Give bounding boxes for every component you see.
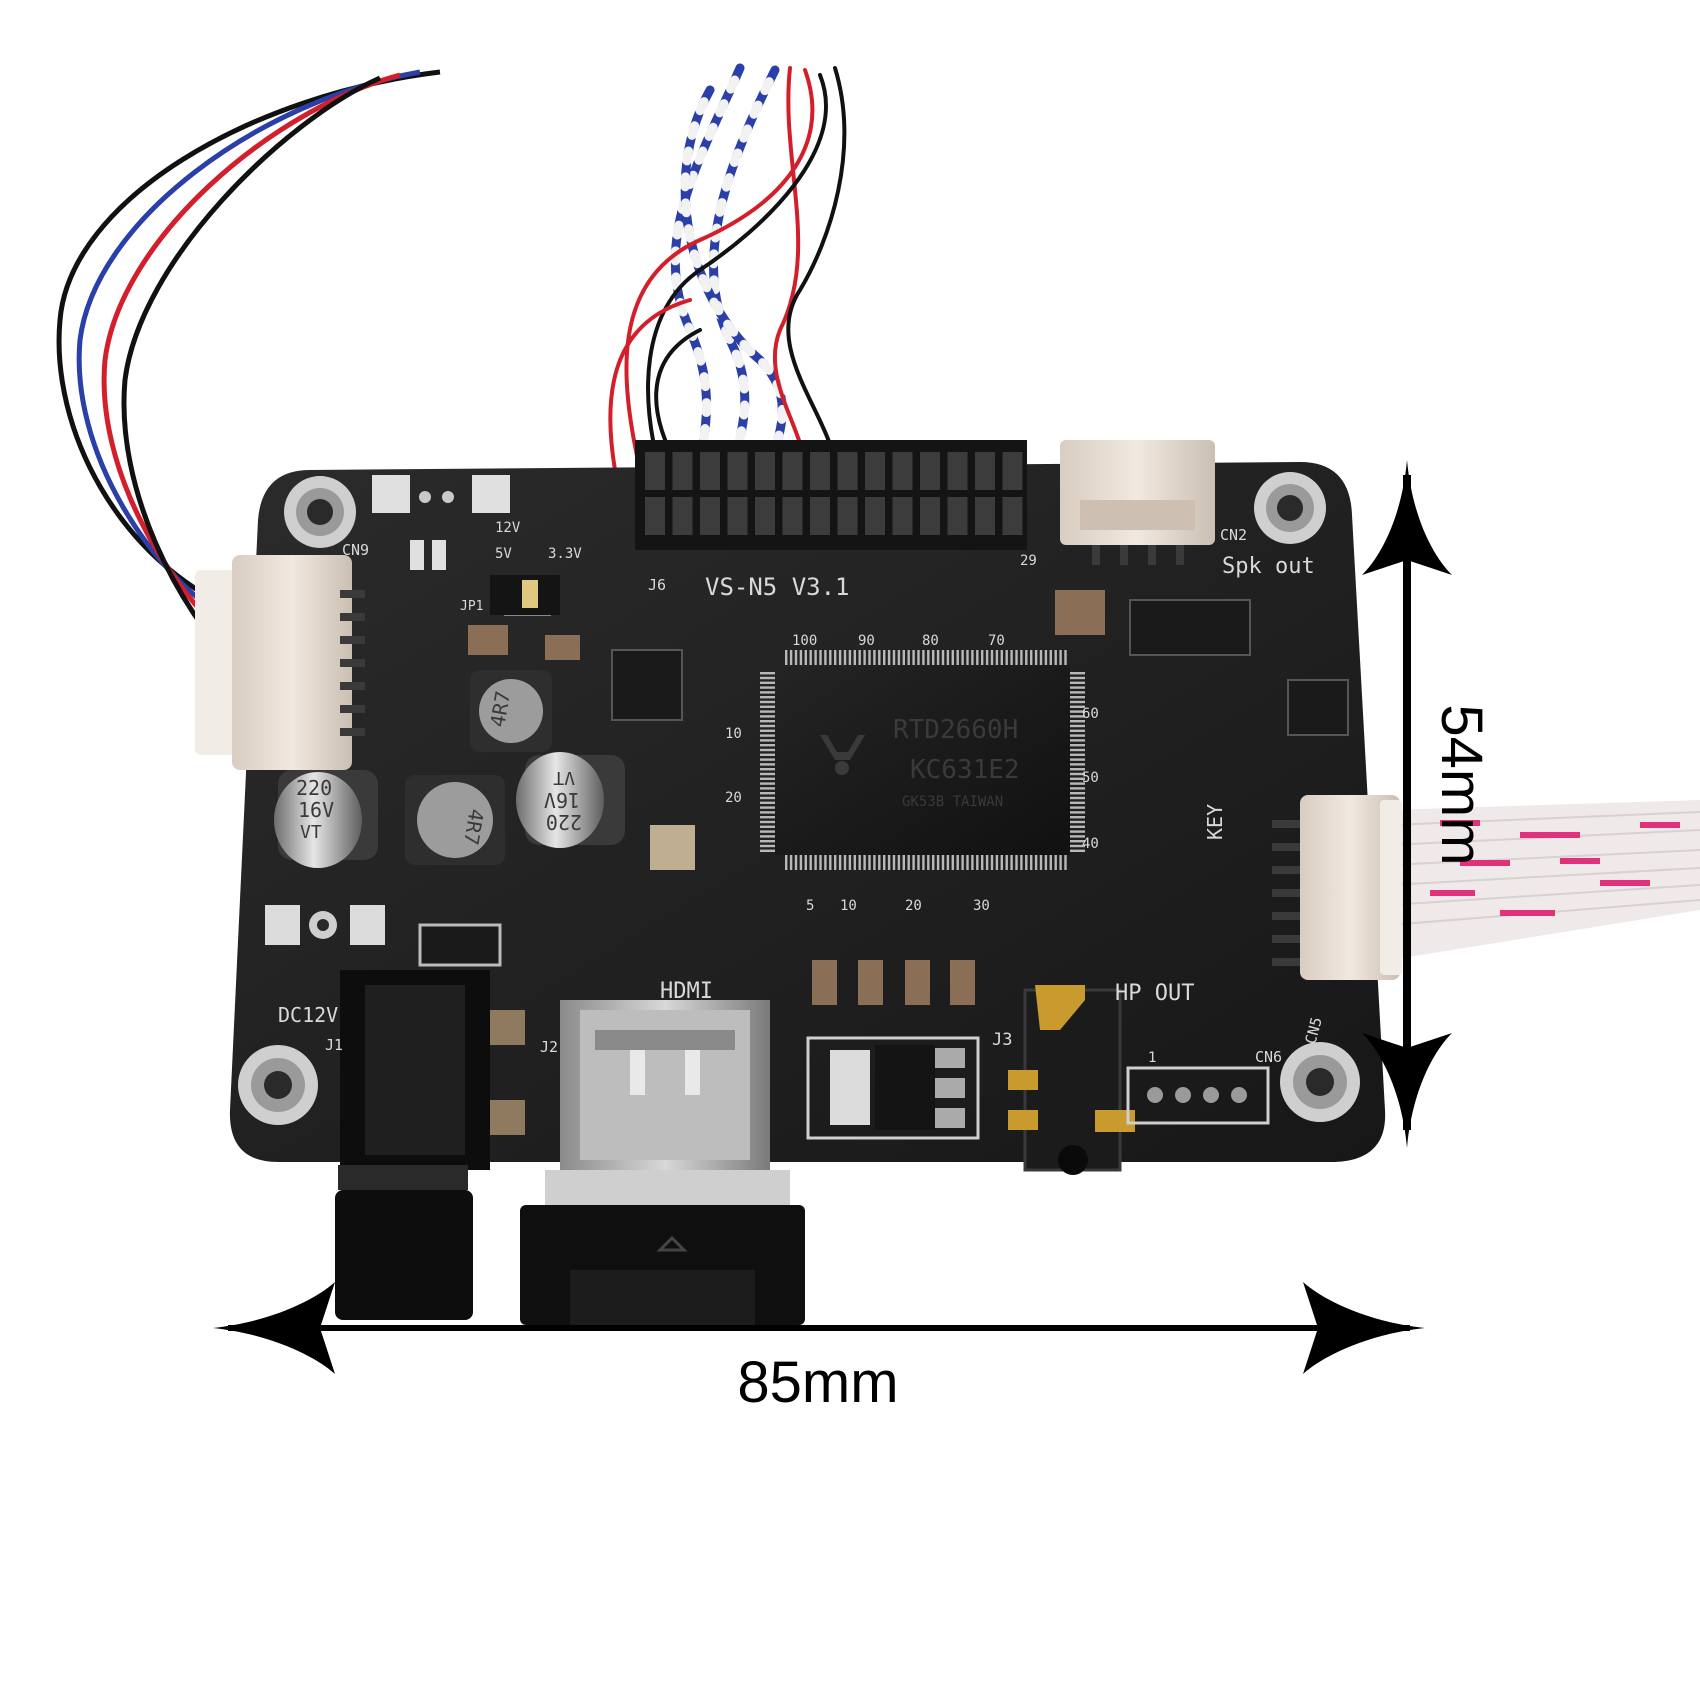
pin-number: 80 xyxy=(922,633,939,649)
inductor-bottom xyxy=(405,775,505,865)
chip-line1: RTD2660H xyxy=(893,715,1018,745)
hdmi-label: HDMI xyxy=(660,979,713,1004)
hdmi-port xyxy=(520,1000,805,1325)
silkscreen-labels: VS-N5 V3.1 HDMI DC12V HP OUT Spk out KEY… xyxy=(278,520,1326,1066)
pin-number: 10 xyxy=(840,898,857,914)
wire-bundle-left xyxy=(56,69,441,667)
j6-label: J6 xyxy=(648,576,666,594)
v12-label: 12V xyxy=(495,520,521,536)
v5-label: 5V xyxy=(495,546,512,562)
cn9-label: CN9 xyxy=(342,541,369,559)
pin1-label: 1 xyxy=(1148,1050,1156,1066)
cap-right-line1: VT xyxy=(553,767,575,788)
model-label: VS-N5 V3.1 xyxy=(705,573,850,601)
pin-number: 60 xyxy=(1082,706,1099,722)
height-label: 54mm xyxy=(1429,704,1494,865)
bottom-left-pads xyxy=(265,905,385,945)
dc-label: DC12V xyxy=(278,1003,338,1027)
inductor-top xyxy=(470,670,552,752)
cn5-connector xyxy=(1272,795,1402,980)
jp1-label: JP1 xyxy=(460,599,483,614)
j1-label: J1 xyxy=(325,1036,343,1054)
pin-number: 30 xyxy=(973,898,990,914)
dc-power-jack xyxy=(335,970,525,1320)
j3-label: J3 xyxy=(992,1030,1012,1050)
cn2-connector xyxy=(1060,440,1215,565)
width-dimension-arrow xyxy=(213,1282,1425,1374)
voltage-regulator xyxy=(806,1036,980,1140)
hp-out-label: HP OUT xyxy=(1115,981,1194,1006)
pin-number: 50 xyxy=(1082,770,1099,786)
pin-number: 90 xyxy=(858,633,875,649)
cap-left-line2: 16V xyxy=(298,798,334,822)
ribbon-cable xyxy=(1389,800,1700,960)
pin-number: 70 xyxy=(988,633,1005,649)
cap-left-line3: VT xyxy=(300,822,322,843)
v33-label: 3.3V xyxy=(548,546,582,562)
pin-number: 20 xyxy=(725,790,742,806)
pin-number: 40 xyxy=(1082,836,1099,852)
main-chip xyxy=(760,650,1085,870)
cap-right-line2: 16V xyxy=(544,788,580,812)
pin29-label: 29 xyxy=(1020,553,1037,569)
capacitor-right xyxy=(516,752,625,848)
chip-line3: GK53B TAIWAN xyxy=(902,794,1003,810)
height-dimension-arrow xyxy=(1362,460,1452,1148)
pin-number: 5 xyxy=(806,898,814,914)
cn6-header xyxy=(1126,1066,1270,1125)
component-markings: 220 16V VT VT 16V 220 4R7 4R7 xyxy=(296,689,582,847)
wire-bundle-lvds xyxy=(608,63,847,475)
chip-line2: KC631E2 xyxy=(910,755,1020,785)
cn2-label: CN2 xyxy=(1220,526,1247,544)
top-left-pads xyxy=(372,475,510,570)
realtek-logo xyxy=(820,735,865,775)
smd-components xyxy=(418,584,1349,1005)
key-label: KEY xyxy=(1203,804,1227,840)
pin-number: 100 xyxy=(792,633,817,649)
cn9-connector xyxy=(195,555,365,770)
spk-out-label: Spk out xyxy=(1222,554,1315,579)
cap-left-line1: 220 xyxy=(296,776,332,800)
jumper-jp1 xyxy=(490,575,560,615)
width-label: 85mm xyxy=(737,1350,898,1415)
cn6-label: CN6 xyxy=(1255,1048,1282,1066)
j6-pin-header xyxy=(635,440,1027,550)
capacitor-left xyxy=(274,770,378,868)
hp-out-jack xyxy=(1008,985,1135,1175)
cap-right-line3: 220 xyxy=(546,810,582,834)
mounting-holes xyxy=(238,472,1360,1125)
pin-number: 20 xyxy=(905,898,922,914)
pin-number: 10 xyxy=(725,726,742,742)
chip-marking: RTD2660H KC631E2 GK53B TAIWAN xyxy=(893,715,1020,810)
j2-label: J2 xyxy=(540,1038,558,1056)
